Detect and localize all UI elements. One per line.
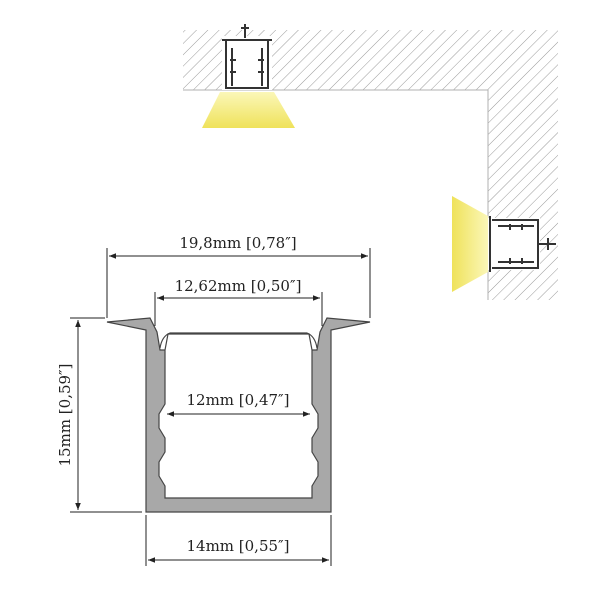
height-label: 15mm [0,59″] [56,363,74,466]
profile-diffuser [159,332,318,349]
ceiling-recess [222,36,272,90]
ceiling-light-beam [202,92,295,128]
wall-illustration [183,24,558,300]
profile-channel [158,333,319,499]
hatched-wall [183,30,558,300]
bottom-width-label: 14mm [0,55″] [186,537,289,555]
profile-cross-section [106,317,371,513]
overall-width-label: 19,8mm [0,78″] [179,234,296,252]
wall-profile [489,216,556,272]
diffuser-width-label: 12,62mm [0,50″] [175,277,302,295]
inner-width-label: 12mm [0,47″] [186,391,289,409]
wall-light-beam [452,196,488,292]
ceiling-profile [222,24,272,89]
dimension-lines [70,248,371,566]
